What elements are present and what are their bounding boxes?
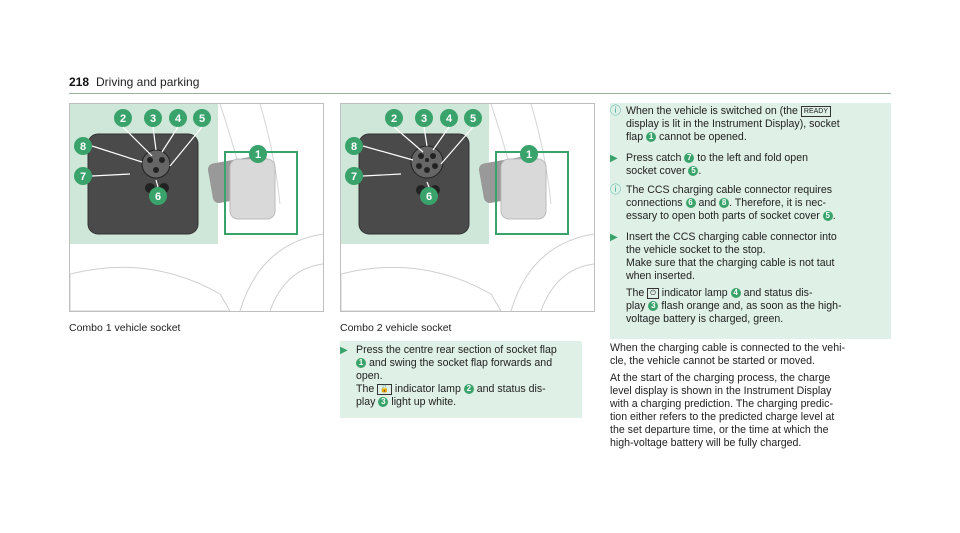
callout-5: 5 xyxy=(822,211,833,221)
callout-7: 7 xyxy=(684,153,695,163)
unlock-icon: 🔓 xyxy=(377,384,392,395)
callout-4: 4 xyxy=(730,288,741,298)
callout-1: 1 xyxy=(646,132,657,142)
charging-plug-icon: ⏻ xyxy=(647,288,659,299)
svg-text:2: 2 xyxy=(391,113,397,125)
svg-text:5: 5 xyxy=(470,113,476,125)
header-rule xyxy=(69,93,891,94)
step-arrow-icon: ▶ xyxy=(340,345,348,356)
step-open-flap: ▶Press the centre rear section of socket… xyxy=(340,341,582,418)
svg-text:7: 7 xyxy=(80,171,86,183)
info-icon: ⓘ xyxy=(610,184,621,196)
callout-3: 3 xyxy=(648,301,659,311)
figure-combo-1: 2 3 4 5 8 7 6 1 xyxy=(69,103,324,312)
figure-combo-1-illustration: 2 3 4 5 8 7 6 1 xyxy=(70,104,323,311)
callout-8: 8 xyxy=(719,198,730,208)
svg-text:5: 5 xyxy=(199,113,205,125)
callout-5: 5 xyxy=(688,166,699,176)
callout-1: 1 xyxy=(356,358,366,368)
info-icon: ⓘ xyxy=(610,105,621,117)
figure-combo-2-illustration: 2 3 4 5 8 7 6 1 xyxy=(341,104,594,311)
callout-2: 2 xyxy=(463,384,474,394)
svg-text:1: 1 xyxy=(255,149,261,161)
figure-combo-2: 2 3 4 5 8 7 6 1 xyxy=(340,103,595,312)
svg-text:6: 6 xyxy=(155,191,161,203)
ready-icon: READY xyxy=(800,106,832,117)
svg-text:2: 2 xyxy=(120,113,126,125)
svg-text:7: 7 xyxy=(351,171,357,183)
figure-combo-2-caption: Combo 2 vehicle socket xyxy=(340,322,452,334)
svg-text:3: 3 xyxy=(150,113,156,125)
svg-text:4: 4 xyxy=(446,113,453,125)
figure-combo-1-caption: Combo 1 vehicle socket xyxy=(69,322,181,334)
page-number: 218 xyxy=(69,75,90,89)
svg-text:4: 4 xyxy=(175,113,182,125)
callout-6: 6 xyxy=(685,198,696,208)
section-title: Driving and parking xyxy=(96,75,200,89)
callout-3: 3 xyxy=(378,397,389,407)
step-arrow-icon: ▶ xyxy=(610,153,618,164)
svg-text:8: 8 xyxy=(80,141,86,153)
svg-text:1: 1 xyxy=(526,149,532,161)
charging-notes: When the charging cable is connected to … xyxy=(610,342,845,449)
svg-text:8: 8 xyxy=(351,141,357,153)
step-arrow-icon: ▶ xyxy=(610,232,618,243)
svg-text:6: 6 xyxy=(426,191,432,203)
svg-text:3: 3 xyxy=(421,113,427,125)
